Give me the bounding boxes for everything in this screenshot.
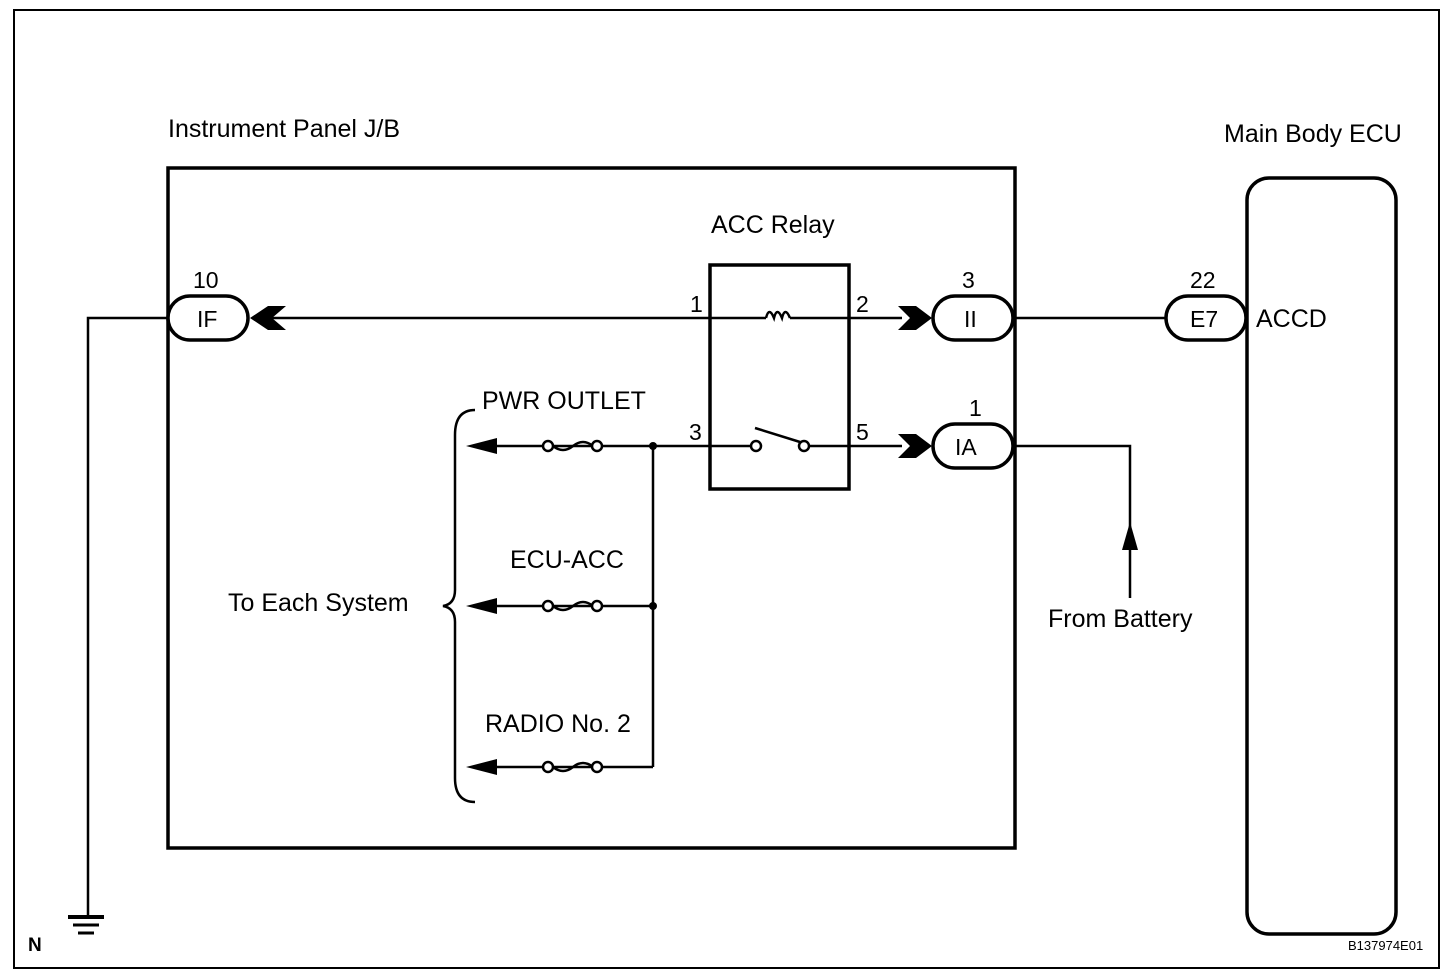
relay-pin-2: 2 [856,291,869,317]
connector-e7-pin: 22 [1190,267,1216,293]
switch-contact-icon [749,439,763,453]
acc-relay-box [708,263,851,491]
connector-if-label: IF [197,306,217,332]
output-arrow-icon [466,438,497,454]
connector-ii-label: II [964,306,977,332]
connector-arrow-icon [898,306,932,330]
from-battery-label: From Battery [1048,605,1193,633]
relay-pin-1: 1 [690,291,703,317]
ground-wire [86,316,168,916]
output-arrow-icon [466,598,497,614]
relay-pin-5: 5 [856,419,869,445]
fuse-icon [541,599,604,613]
fuse-pwr-outlet-label: PWR OUTLET [482,387,646,415]
connector-ii [931,294,1015,342]
connector-ii-pin: 3 [962,267,975,293]
ecu-label: Main Body ECU [1224,120,1402,148]
battery-wire [1015,444,1132,598]
output-arrow-icon [466,759,497,775]
jb-label: Instrument Panel J/B [168,115,400,143]
connector-ia-pin: 1 [969,395,982,421]
accd-terminal-label: ACCD [1256,305,1327,333]
connector-arrow-icon [898,434,932,458]
diagram-frame [13,9,1440,969]
fuse-ecu-acc-label: ECU-ACC [510,546,624,574]
relay-label: ACC Relay [711,211,835,239]
connector-ia-label: IA [955,434,977,460]
ground-icon [68,915,104,935]
figure-code: B137974E01 [1348,938,1423,953]
connector-arrow-icon [250,306,286,330]
battery-arrow-icon [1122,522,1138,550]
fuse-icon [541,439,604,453]
relay-pin-3: 3 [689,419,702,445]
connector-if [166,294,250,342]
brace-icon [442,408,476,804]
connector-e7-label: E7 [1190,306,1218,332]
fuse-radio-no2-label: RADIO No. 2 [485,710,631,738]
connector-e7 [1164,294,1248,342]
relay-coil-icon [764,310,792,322]
connector-ia [931,422,1015,470]
instrument-panel-jb-box [166,166,1017,850]
connector-if-pin: 10 [193,267,219,293]
main-body-ecu-box [1245,176,1398,936]
switch-contact-icon [797,439,811,453]
to-each-system-label: To Each System [228,589,409,617]
relay-switch-icon [754,426,801,444]
fuse-icon [541,760,604,774]
ground-label: N [28,935,42,956]
